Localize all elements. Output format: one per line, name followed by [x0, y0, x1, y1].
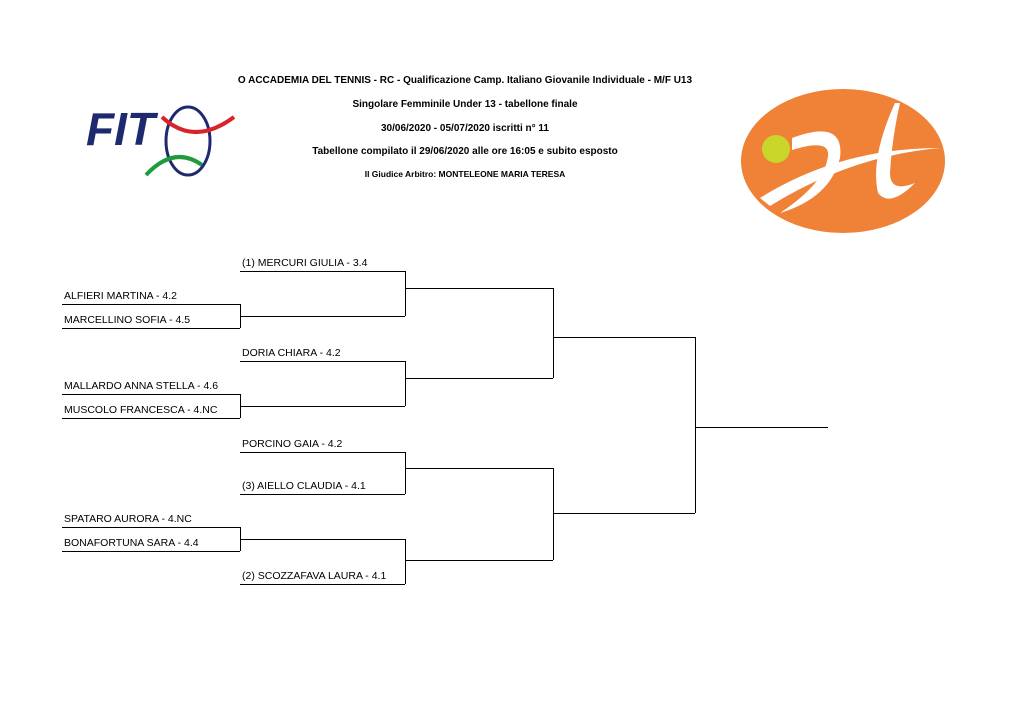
- bracket-line: [405, 560, 553, 561]
- header-dates: 30/06/2020 - 05/07/2020 iscritti n° 11: [380, 123, 549, 134]
- fit-logo: FIT: [86, 103, 236, 177]
- header-tournament-title: O ACCADEMIA DEL TENNIS - RC - Qualificaz…: [237, 75, 693, 86]
- bracket-line: [553, 513, 695, 514]
- player-name: PORCINO GAIA - 4.2: [242, 438, 343, 450]
- bracket-connector: [553, 468, 554, 560]
- svg-text:FIT: FIT: [86, 103, 159, 155]
- bracket-line: [240, 494, 405, 495]
- bracket-line: [62, 418, 240, 419]
- bracket-line: [240, 452, 405, 453]
- player-name: BONAFORTUNA SARA - 4.4: [64, 537, 199, 549]
- header-referee: Il Giudice Arbitro: MONTELEONE MARIA TER…: [364, 169, 566, 179]
- bracket-line: [405, 288, 553, 289]
- bracket-connector: [405, 452, 406, 494]
- bracket-line: [240, 539, 405, 540]
- player-name: DORIA CHIARA - 4.2: [242, 347, 341, 359]
- bracket-line: [62, 304, 240, 305]
- header-draw-title: Singolare Femminile Under 13 - tabellone…: [352, 99, 578, 110]
- player-name: (2) SCOZZAFAVA LAURA - 4.1: [242, 570, 387, 582]
- bracket-connector: [553, 288, 554, 378]
- player-name: (3) AIELLO CLAUDIA - 4.1: [242, 480, 366, 492]
- player-name: MUSCOLO FRANCESCA - 4.NC: [64, 404, 218, 416]
- player-name: ALFIERI MARTINA - 4.2: [64, 290, 178, 302]
- bracket-line: [553, 337, 695, 338]
- player-name: MALLARDO ANNA STELLA - 4.6: [64, 380, 219, 392]
- bracket-line: [240, 271, 405, 272]
- bracket-line: [240, 361, 405, 362]
- bracket-line: [240, 316, 405, 317]
- bracket-final-line: [695, 427, 828, 428]
- bracket-line: [62, 328, 240, 329]
- bracket-connector: [405, 271, 406, 316]
- bracket-line: [62, 551, 240, 552]
- bracket-line: [240, 584, 405, 585]
- bracket-connector: [695, 337, 696, 513]
- bracket-connector: [405, 361, 406, 406]
- player-name: SPATARO AURORA - 4.NC: [64, 513, 192, 525]
- bracket-line: [405, 468, 553, 469]
- header-compiled: Tabellone compilato il 29/06/2020 alle o…: [312, 146, 618, 157]
- academy-logo: [741, 89, 945, 233]
- player-name: MARCELLINO SOFIA - 4.5: [64, 314, 191, 326]
- bracket-line: [240, 406, 405, 407]
- bracket-line: [405, 378, 553, 379]
- bracket-line: [62, 394, 240, 395]
- bracket-connector: [405, 539, 406, 584]
- player-name: (1) MERCURI GIULIA - 3.4: [242, 257, 368, 269]
- bracket-line: [62, 527, 240, 528]
